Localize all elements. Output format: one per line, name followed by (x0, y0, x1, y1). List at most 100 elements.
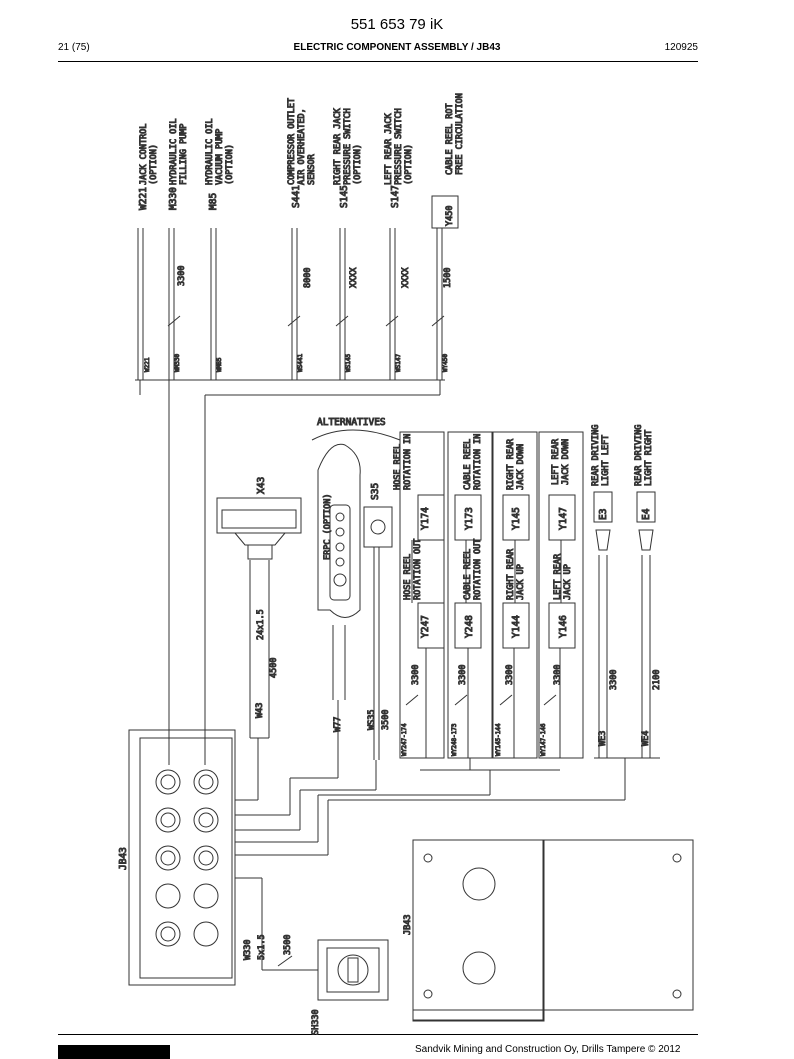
sh330-label: SH330 (311, 1009, 321, 1035)
page-number: 21 (75) (58, 42, 90, 53)
length-m330: 3300 (177, 266, 187, 286)
svg-text:WM330: WM330 (174, 354, 181, 372)
valve-3-lower-line2: JACK UP (516, 564, 526, 600)
top-label-s147: S147 LEFT REAR JACK PRESSURE SWITCH (OPT… (384, 108, 415, 209)
valve-1-cable: WY247-174 (401, 723, 408, 756)
svg-text:(OPTION): (OPTION) (404, 144, 414, 185)
light-e4-code: E4 (641, 508, 652, 520)
svg-text:S147: S147 (390, 185, 401, 208)
svg-text:S145: S145 (339, 185, 350, 208)
valve-2-length: 3300 (458, 665, 468, 685)
valve-2-upper-code: Y173 (464, 507, 475, 530)
valve-3-upper-line1: RIGHT REAR (506, 438, 516, 490)
sh330-switch (317, 939, 389, 1001)
valve-1-upper-code: Y174 (420, 507, 431, 530)
s35-switch (363, 506, 393, 760)
valve-4-upper-code: Y147 (558, 507, 569, 530)
length-s147: XXXX (401, 267, 411, 288)
jb43-plate-label: JB43 (403, 915, 413, 935)
svg-text:WY450: WY450 (442, 354, 449, 372)
valve-3-lower-code: Y144 (511, 615, 522, 638)
svg-text:RIGHT REAR JACK: RIGHT REAR JACK (333, 107, 343, 185)
svg-text:WS147: WS147 (395, 354, 402, 372)
w43-size: 24x1.5 (256, 609, 266, 640)
valve-1-upper-line2: ROTATION IN (403, 434, 413, 490)
svg-text:(OPTION): (OPTION) (149, 144, 159, 185)
valve-4-upper-line2: JACK DOWN (561, 439, 571, 485)
jb43-cover-plate (412, 839, 694, 1022)
w330-length: 3500 (283, 935, 293, 955)
jb43-box (128, 729, 236, 986)
light-e3-code: E3 (598, 509, 609, 520)
footer-rule (58, 1034, 698, 1035)
valve-group-1 (399, 431, 445, 759)
valve-4-lower-line1: LEFT REAR (553, 553, 563, 600)
jb43-label: JB43 (118, 847, 129, 870)
svg-text:FILLING PUMP: FILLING PUMP (179, 124, 189, 185)
svg-text:AIR OVERHEATED,: AIR OVERHEATED, (297, 108, 307, 185)
svg-text:M330: M330 (168, 187, 179, 210)
svg-text:VACUUM PUMP: VACUUM PUMP (215, 129, 225, 185)
x43-label: X43 (256, 477, 267, 494)
svg-text:LEFT REAR JACK: LEFT REAR JACK (384, 112, 394, 185)
light-e4-length: 2100 (652, 670, 662, 690)
valve-2-upper-line2: ROTATION IN (473, 434, 483, 490)
svg-text:M85: M85 (208, 193, 219, 210)
svg-text:S441: S441 (291, 185, 302, 208)
top-label-m330: M330 HYDRAULIC OIL FILLING PUMP (168, 118, 190, 211)
light-e4-desc2: LIGHT RIGHT (644, 430, 654, 486)
valve-1-lower-line1: HOSE REEL (403, 554, 413, 600)
w43-length: 4500 (269, 658, 279, 678)
y450-box (431, 195, 459, 229)
valve-2-cable: WY248-173 (451, 723, 458, 756)
length-s441: 8000 (303, 268, 313, 288)
light-e4-cable: WE4 (641, 731, 651, 746)
top-cable-codes: W221 WM330 WM85 WS441 WS145 WS147 WY450 (144, 353, 450, 372)
top-label-cable-reel-rot: CABLE REEL ROT FREE CIRCULATION (445, 93, 466, 176)
top-label-m85: M85 HYDRAULIC OIL VACUUM PUMP (OPTION) (205, 118, 236, 211)
valve-2-lower-line2: ROTATION OUT (473, 539, 483, 600)
header-rule (58, 61, 698, 62)
svg-text:JACK CONTROL: JACK CONTROL (139, 124, 149, 185)
s35-label: S35 (370, 483, 381, 500)
svg-text:CABLE REEL ROT: CABLE REEL ROT (445, 103, 455, 175)
top-label-w221: W221 JACK CONTROL (OPTION) (138, 123, 160, 210)
valve-4-length: 3300 (553, 665, 563, 685)
light-e3-desc1: REAR DRIVING (591, 425, 601, 486)
svg-text:HYDRAULIC OIL: HYDRAULIC OIL (205, 118, 215, 185)
light-e3-desc2: LIGHT LEFT (601, 435, 611, 486)
svg-text:WS145: WS145 (345, 354, 352, 372)
valve-1-upper-line1: HOSE REEL (393, 444, 403, 490)
length-y450: 1500 (443, 268, 453, 288)
valve-4-upper-line1: LEFT REAR (551, 438, 561, 485)
ws35-length: 3500 (381, 710, 391, 730)
valve-4-lower-line2: JACK UP (563, 564, 573, 600)
svg-text:(OPTION): (OPTION) (353, 144, 363, 185)
svg-text:FREE CIRCULATION: FREE CIRCULATION (455, 93, 465, 175)
alternatives-label: ALTERNATIVES (317, 417, 386, 428)
page-title: ELECTRIC COMPONENT ASSEMBLY / JB43 (293, 42, 501, 53)
valve-4-cable: WY147-146 (540, 723, 547, 756)
svg-text:HYDRAULIC OIL: HYDRAULIC OIL (169, 118, 179, 185)
svg-text:WS441: WS441 (297, 354, 304, 372)
valve-3-upper-line2: JACK DOWN (516, 444, 526, 490)
valve-1-lower-code: Y247 (420, 615, 431, 638)
y450-label: Y450 (445, 206, 455, 226)
w330-cable (235, 877, 318, 971)
valve-3-length: 3300 (505, 665, 515, 685)
w330-size: 5x1.5 (257, 934, 267, 960)
valve-3-upper-code: Y145 (511, 507, 522, 530)
svg-text:W221: W221 (138, 187, 149, 210)
svg-text:SENSOR: SENSOR (307, 153, 317, 185)
erpc-label: ERPC (OPTION) (323, 493, 333, 560)
valve-4-lower-code: Y146 (558, 615, 569, 638)
light-e3-length: 3300 (609, 670, 619, 690)
svg-text:(OPTION): (OPTION) (225, 144, 235, 185)
x43-connector (216, 497, 302, 739)
valve-1-length: 3300 (411, 665, 421, 685)
document-number: 551 653 79 iK (350, 16, 444, 33)
document-date: 120925 (664, 42, 698, 53)
svg-text:W221: W221 (144, 357, 151, 372)
light-e4 (636, 491, 656, 758)
light-e3-cable: WE3 (598, 731, 608, 746)
